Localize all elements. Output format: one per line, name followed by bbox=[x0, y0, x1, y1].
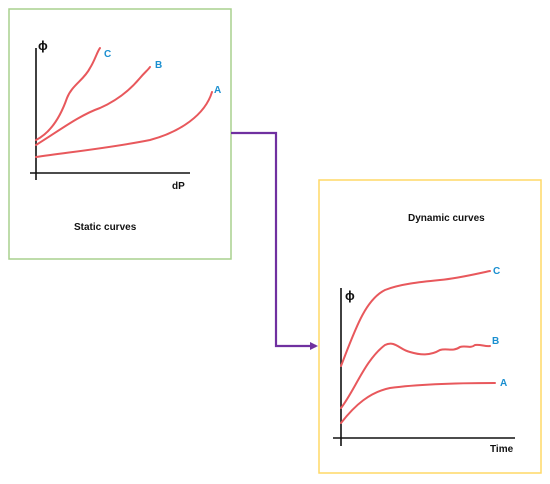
static-curve-b bbox=[35, 66, 151, 146]
static-curve-a-label: A bbox=[214, 85, 221, 96]
static-panel-title: Static curves bbox=[74, 222, 137, 233]
dynamic-panel-title: Dynamic curves bbox=[408, 213, 485, 224]
static-panel: ϕ dP C B A Static curves bbox=[8, 8, 232, 260]
static-curve-c bbox=[35, 47, 101, 141]
dynamic-curve-c-label: C bbox=[493, 266, 500, 277]
static-x-axis-label: dP bbox=[172, 181, 185, 192]
dynamic-x-axis-label: Time bbox=[490, 444, 514, 455]
static-curve-c-label: C bbox=[104, 49, 111, 60]
static-y-axis-label: ϕ bbox=[38, 38, 48, 53]
dynamic-curve-a bbox=[340, 382, 496, 424]
dynamic-y-axis-label: ϕ bbox=[345, 288, 355, 303]
dynamic-curve-a-label: A bbox=[500, 378, 507, 389]
dynamic-curve-b bbox=[340, 342, 491, 409]
dynamic-curve-c bbox=[340, 270, 491, 367]
static-curve-b-label: B bbox=[155, 60, 162, 71]
dynamic-panel: Dynamic curves ϕ Time C B A bbox=[318, 179, 542, 474]
static-curve-a bbox=[35, 91, 213, 158]
connector-arrow bbox=[231, 131, 318, 350]
dynamic-curve-b-label: B bbox=[492, 336, 499, 347]
